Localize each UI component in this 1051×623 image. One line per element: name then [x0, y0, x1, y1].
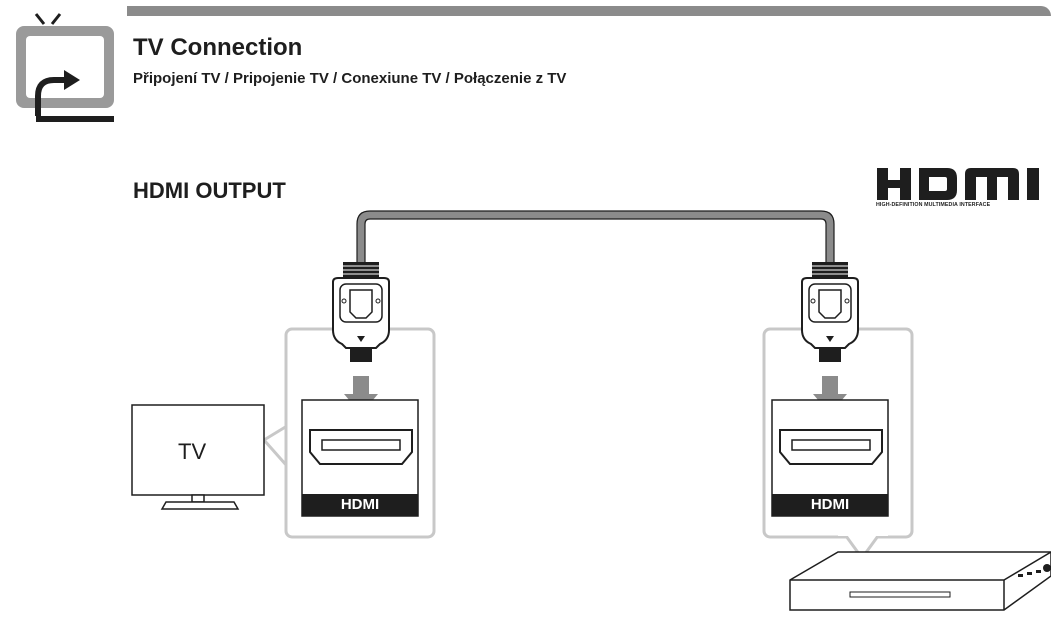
- page-subtitle: Připojení TV / Pripojenie TV / Conexiune…: [133, 70, 567, 87]
- header-bar: [127, 6, 1051, 16]
- tv-connection-icon: [16, 13, 114, 122]
- hdmi-cable: [357, 211, 834, 262]
- arrow-down-right: [813, 376, 847, 414]
- tv-icon: [131, 404, 265, 510]
- hdmi-port-label-left: HDMI: [340, 496, 380, 513]
- section-title: HDMI OUTPUT: [133, 178, 286, 203]
- hdmi-plug-left: [332, 262, 390, 362]
- hdmi-port-left: [301, 399, 419, 517]
- hdmi-plug-right: [801, 262, 859, 362]
- hdmi-port-right: [771, 399, 889, 517]
- tv-label: TV: [178, 439, 207, 464]
- hdmi-port-label-right: HDMI: [810, 496, 850, 513]
- page-title: TV Connection: [133, 34, 303, 61]
- arrow-down-left: [344, 376, 378, 414]
- hdmi-logo-tagline: HIGH-DEFINITION MULTIMEDIA INTERFACE: [876, 202, 991, 208]
- hdmi-logo: [877, 168, 1039, 200]
- player-icon: [789, 551, 1051, 611]
